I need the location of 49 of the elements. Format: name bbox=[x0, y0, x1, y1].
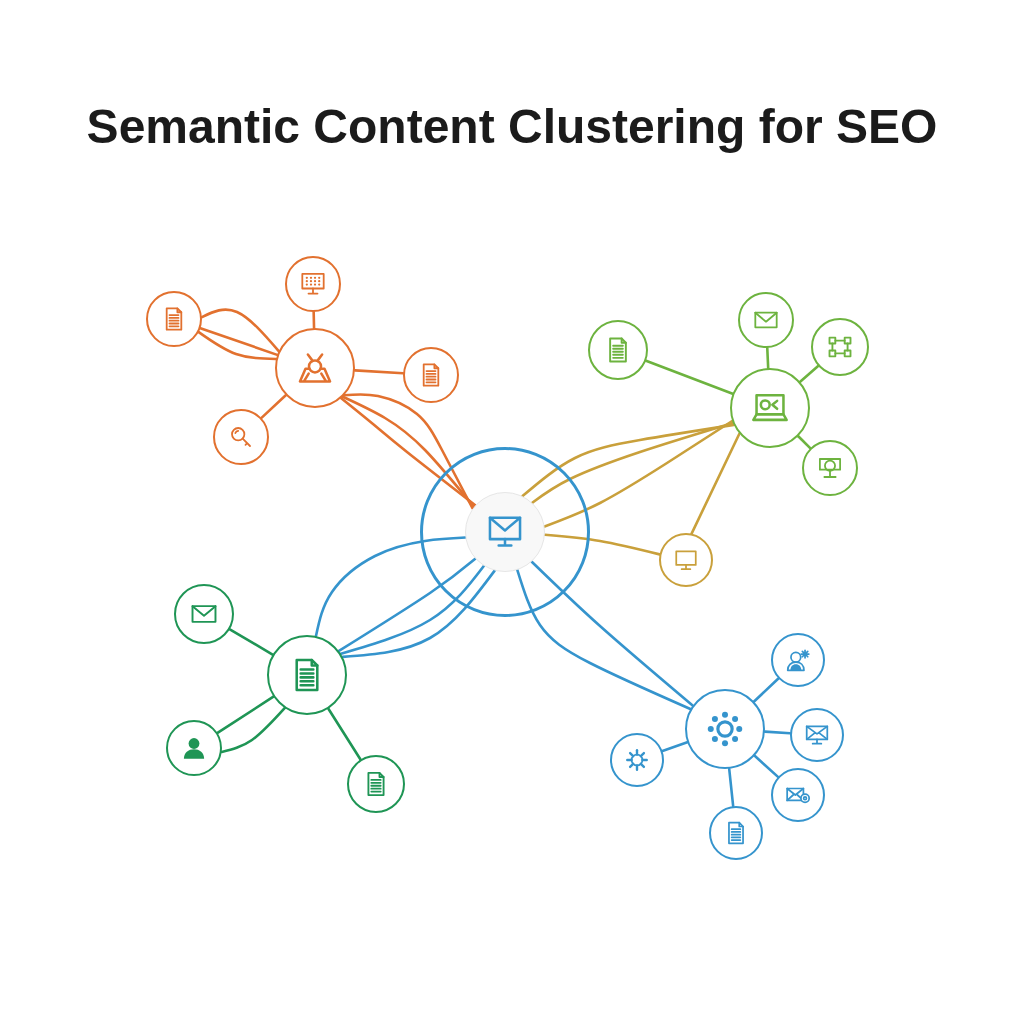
connector-line bbox=[200, 308, 281, 353]
circle-node bbox=[659, 533, 713, 587]
circle-node bbox=[267, 635, 347, 715]
circle-node bbox=[285, 256, 341, 312]
circle-node bbox=[709, 806, 763, 860]
circle-node bbox=[275, 328, 355, 408]
circle-node bbox=[802, 440, 858, 496]
circle-node bbox=[347, 755, 405, 813]
connector-line bbox=[763, 730, 792, 735]
connector-line bbox=[765, 346, 770, 370]
connector-line bbox=[353, 369, 405, 375]
connector-line bbox=[327, 707, 362, 761]
connector-line bbox=[543, 419, 734, 528]
connector-line bbox=[216, 695, 275, 735]
circle-node bbox=[146, 291, 202, 347]
circle-node bbox=[213, 409, 269, 465]
connector-line bbox=[690, 432, 741, 535]
connector-line bbox=[753, 754, 780, 779]
connector-line bbox=[312, 310, 316, 330]
circle-node bbox=[730, 368, 810, 448]
circle-node bbox=[166, 720, 222, 776]
connector-line bbox=[727, 767, 735, 808]
circle-node bbox=[811, 318, 869, 376]
connector-line bbox=[644, 359, 734, 396]
connector-line bbox=[339, 564, 486, 656]
connector-line bbox=[752, 677, 780, 703]
circle-node bbox=[685, 689, 765, 769]
circle-node bbox=[403, 347, 459, 403]
circle-node bbox=[610, 733, 664, 787]
hub-ring bbox=[420, 447, 590, 617]
connector-line bbox=[341, 569, 496, 659]
connector-line bbox=[798, 364, 820, 384]
connector-line bbox=[543, 533, 661, 556]
connector-line bbox=[661, 741, 689, 753]
circle-node bbox=[790, 708, 844, 762]
circle-node bbox=[465, 492, 545, 572]
connector-line bbox=[337, 557, 477, 653]
circle-node bbox=[174, 584, 234, 644]
circle-node bbox=[588, 320, 648, 380]
connector-line bbox=[220, 706, 286, 754]
connector-line bbox=[228, 628, 274, 656]
connector-line bbox=[530, 560, 694, 707]
connector-line bbox=[516, 568, 692, 711]
circle-node bbox=[771, 633, 825, 687]
circle-node bbox=[771, 768, 825, 822]
circle-node bbox=[738, 292, 794, 348]
diagram-title: Semantic Content Clustering for SEO bbox=[86, 99, 938, 155]
connector-line bbox=[260, 393, 288, 420]
connector-line bbox=[314, 536, 467, 638]
